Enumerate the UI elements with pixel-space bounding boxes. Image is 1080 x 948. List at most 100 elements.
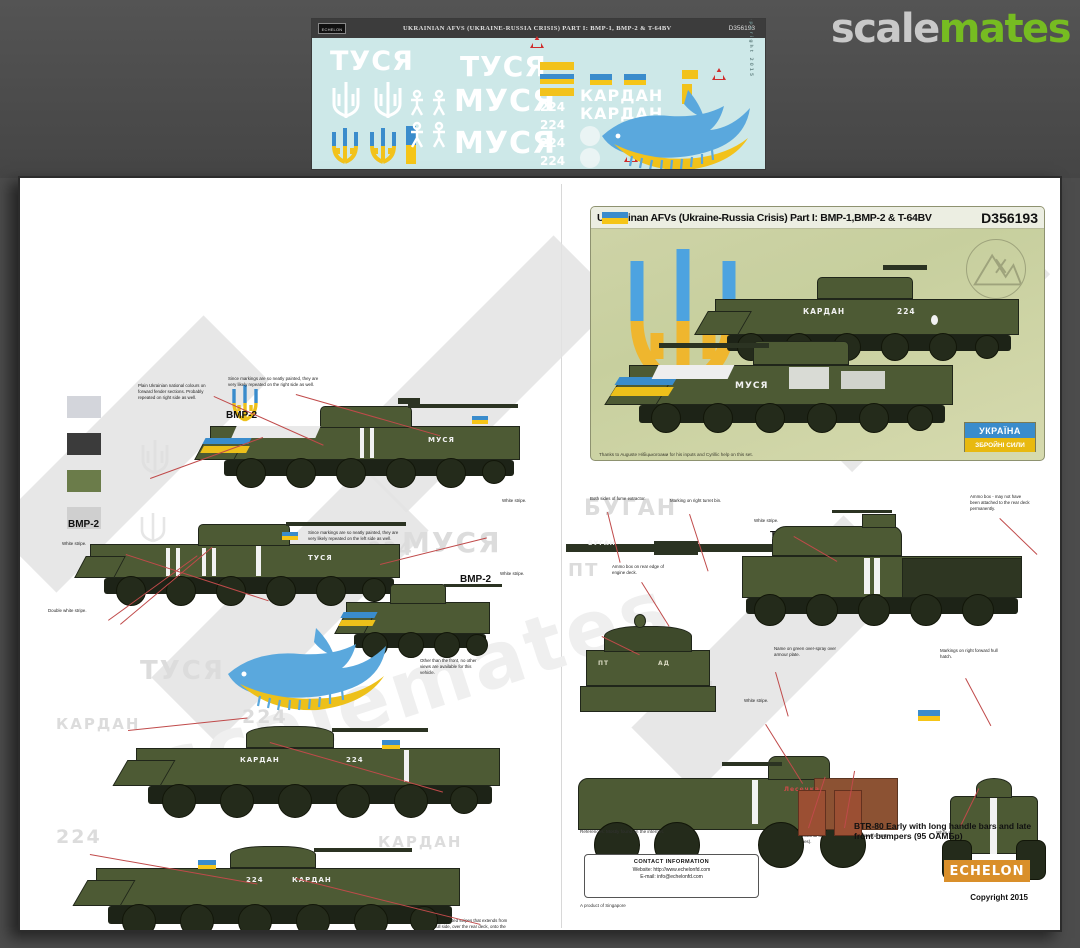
annotation-left-0: Plain Ukrainian national colours on forw… (138, 383, 206, 400)
colour-swatch-green (67, 470, 101, 492)
flag-chip-vertical (406, 126, 416, 164)
annotation-left-5: Double white stripe. (48, 608, 87, 613)
decal-musya-1: МУСЯ (454, 84, 557, 119)
boxart-mark-kardan: КАРДАН (803, 307, 846, 316)
ghost-trident-1 (141, 440, 169, 475)
decal-tusya-2: ТУСЯ (460, 50, 547, 83)
references-note: References: Mostly found on the internet… (580, 829, 665, 834)
mark-musya-on-bmp2-top: МУСЯ (428, 436, 455, 444)
ghost-mark-224-b: 224 (56, 826, 102, 848)
vehicle-bmp2-top: МУСЯ (194, 390, 530, 510)
ghost-mark-pt: ПТ (568, 560, 600, 581)
annotation-right-4: Ammo box on rear edge of engine deck. (612, 564, 664, 575)
ukraina-badge-top: УКРАЇНА (965, 423, 1035, 438)
colour-swatch-light-grey (67, 396, 101, 418)
annotation-right-2: White stripe. (754, 518, 779, 523)
annotation-right-1: Marking on right turret bin. (670, 498, 722, 503)
decal-side-copyright: Copyright 2015 (748, 18, 753, 78)
decal-sheet-body: ТУСЯ ТУСЯ МУСЯ МУСЯ (312, 19, 765, 169)
decal-flag-strip-1 (540, 74, 574, 84)
mark-tusya-on-bmp2: ТУСЯ (308, 554, 333, 562)
ukraine-flag-icon (602, 211, 628, 224)
warning-triangle-2 (530, 36, 544, 48)
vehicle-bmp2-third (334, 568, 502, 678)
boxart-credit-line: Thanks to Auguste Нібіцькогоами for his … (599, 452, 753, 457)
figure-decals (410, 89, 446, 148)
scalemates-watermark-logo: scalemates (830, 6, 1072, 52)
ghost-mark-tusya: ТУСЯ (140, 656, 225, 686)
mark-kardan-bmp1-mid: КАРДАН (240, 756, 280, 764)
contact-website[interactable]: Website: http://www.echelonfd.com (632, 866, 711, 873)
annotation-left-9: White stripe. (500, 571, 525, 576)
contact-information-box: CONTACT INFORMATION Website: http://www.… (584, 854, 759, 898)
annotation-right-9: White stripe. (936, 830, 961, 835)
annotation-right-7: Markings on right forward hull hatch. (940, 648, 998, 659)
mark-kardan-bmp1-low: КАРДАН (292, 876, 332, 884)
boxart-panel[interactable]: Ukraininan AFVs (Ukraine-Russia Crisis) … (590, 206, 1045, 461)
decal-flag-chip-b (624, 74, 646, 85)
annotation-right-3: Ammo box - may not have been attached to… (970, 494, 1030, 511)
boxart-mark-224: 224 (897, 307, 916, 316)
page-background-band: scalemates ECHELON UKRAINIAN AFVS (UKRAI… (0, 0, 1080, 178)
mark-224-bmp1-mid: 224 (346, 756, 364, 764)
made-in-note: A product of Singapore (580, 903, 626, 908)
copyright-notice: Copyright 2015 (970, 893, 1028, 902)
left-instruction-page: Plain Ukrainian national colours on forw… (20, 178, 561, 930)
decal-flag-chip-a (590, 74, 612, 85)
decal-kardan-1: КАРДАН (580, 86, 664, 105)
decal-number-3: 224 (540, 136, 566, 150)
vehicle-bmp1-lower: 224 КАРДАН (72, 838, 470, 930)
annotation-right-5: Name on green over-spray over armour pla… (774, 646, 836, 657)
decal-circle-2 (580, 148, 600, 168)
armour-plate-red-primer-2 (834, 790, 862, 836)
vehicle-label-bmp2-c: BMP-2 (460, 574, 492, 585)
leader-line-r11 (965, 678, 992, 727)
decal-yellow-strip-1 (540, 62, 574, 70)
ghost-trident-2 (140, 513, 166, 543)
boxart-title: Ukraininan AFVs (Ukraine-Russia Crisis) … (597, 211, 932, 224)
annotation-left-3: White stripe. (502, 498, 527, 503)
decal-yellow-strip-2 (540, 88, 574, 96)
annotation-left-1: Since markings are so neatly painted, th… (228, 376, 319, 387)
decal-tusya-1: ТУСЯ (330, 46, 414, 77)
btr80-description: BTR-80 Early with long handle bars and l… (854, 820, 1032, 842)
mountain-unit-emblem (966, 239, 1026, 299)
boxart-header: Ukraininan AFVs (Ukraine-Russia Crisis) … (591, 207, 1044, 229)
contact-email[interactable]: E-mail: info@echelonfd.com (640, 874, 703, 880)
annotation-left-6: Other than the front, no other views are… (420, 658, 477, 675)
mark-224-bmp1-low: 224 (246, 876, 264, 884)
echelon-brand-logo: ECHELON (944, 860, 1030, 882)
boxart-vehicle-musya: МУСЯ (604, 325, 973, 455)
trident-blue-yellow-2 (370, 128, 396, 164)
shark-decal (602, 90, 750, 169)
decal-sheet-image[interactable]: ECHELON UKRAINIAN AFVS (UKRAINE-RUSSIA C… (311, 18, 766, 170)
ukraina-badge-bottom: ЗБРОЙНІ СИЛИ (965, 438, 1035, 452)
mark-bugan-on-t64bv: БУГАН (588, 540, 616, 547)
page-divider (561, 184, 562, 928)
decal-circle-1 (580, 126, 600, 146)
logo-mates-text: mates (938, 6, 1072, 52)
echelon-logo-small: ECHELON (318, 23, 346, 34)
boxart-product-code: D356193 (981, 209, 1038, 226)
ghost-mark-bugan: БУГАН (584, 496, 678, 521)
vehicle-t64bv-front: ПТ АД (570, 606, 730, 726)
colour-swatch-grey (67, 507, 101, 529)
trident-blue-yellow-1 (332, 128, 358, 164)
annotation-left-4: White stripe. (62, 541, 87, 546)
instruction-sheet[interactable]: scalemates Plain Ukrainian national colo… (18, 176, 1062, 932)
annotation-left-2: Since markings are so neatly painted, th… (308, 530, 399, 541)
trident-outline-2 (374, 82, 402, 118)
decal-sheet-code: D356193 (728, 25, 755, 32)
large-trident-emblem (630, 249, 736, 395)
leader-line-r7 (775, 672, 789, 717)
vehicle-label-bmp2-b: BMP-2 (68, 519, 100, 530)
decal-sheet-title: UKRAINIAN AFVS (UKRAINE-RUSSIA CRISIS) P… (402, 25, 672, 32)
shark-artwork-left-page (228, 628, 386, 711)
colour-swatch-dark (67, 433, 101, 455)
trident-outline-1 (332, 82, 360, 118)
decal-musya-2: МУСЯ (454, 126, 557, 161)
decal-number-4: 224 (540, 154, 566, 168)
boxart-mark-musya: МУСЯ (735, 381, 769, 391)
logo-scale-text: scale (830, 6, 940, 52)
decal-number-1: 224 (540, 100, 566, 114)
